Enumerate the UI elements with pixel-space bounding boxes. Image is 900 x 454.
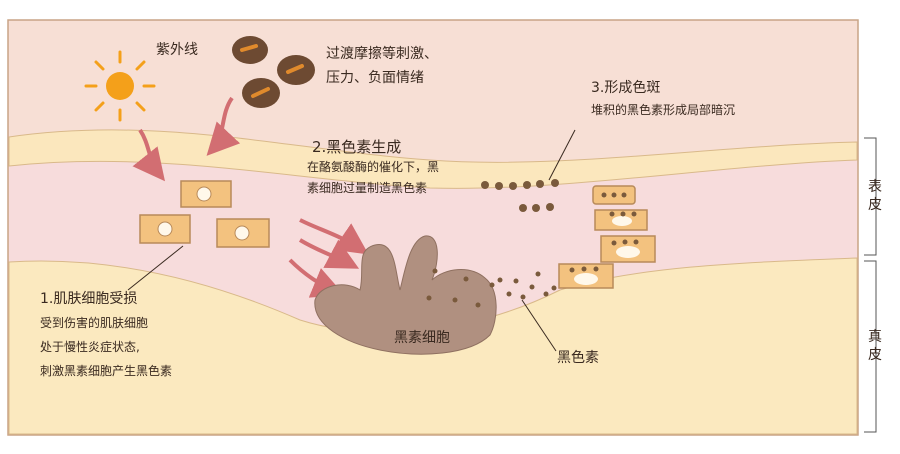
step1-description-line1: 受到伤害的肌肤细胞 xyxy=(40,316,148,331)
step2-title: 2.黑色素生成 xyxy=(312,138,401,157)
step3-description: 堆积的黑色素形成局部暗沉 xyxy=(591,103,735,118)
epidermis-label: 表皮 xyxy=(868,178,882,214)
step2-description-line1: 在酪氨酸酶的催化下，黑 xyxy=(307,160,439,175)
step2-description-line2: 素细胞过量制造黑色素 xyxy=(307,181,427,196)
dermis-label: 真皮 xyxy=(868,328,882,364)
step1-description-line2: 处于慢性炎症状态, xyxy=(40,340,140,355)
step1-description-line3: 刺激黑素细胞产生黑色素 xyxy=(40,364,172,379)
stressor-label-line2: 压力、负面情绪 xyxy=(326,70,424,88)
stressor-label-line1: 过渡摩擦等刺激、 xyxy=(326,46,438,64)
melanocyte-label: 黑素细胞 xyxy=(394,330,450,348)
melanin-label: 黑色素 xyxy=(557,350,599,368)
sun-icon xyxy=(86,52,154,120)
step3-title: 3.形成色斑 xyxy=(591,80,660,98)
step1-title: 1.肌肤细胞受损 xyxy=(40,291,137,309)
uv-label: 紫外线 xyxy=(156,42,198,60)
